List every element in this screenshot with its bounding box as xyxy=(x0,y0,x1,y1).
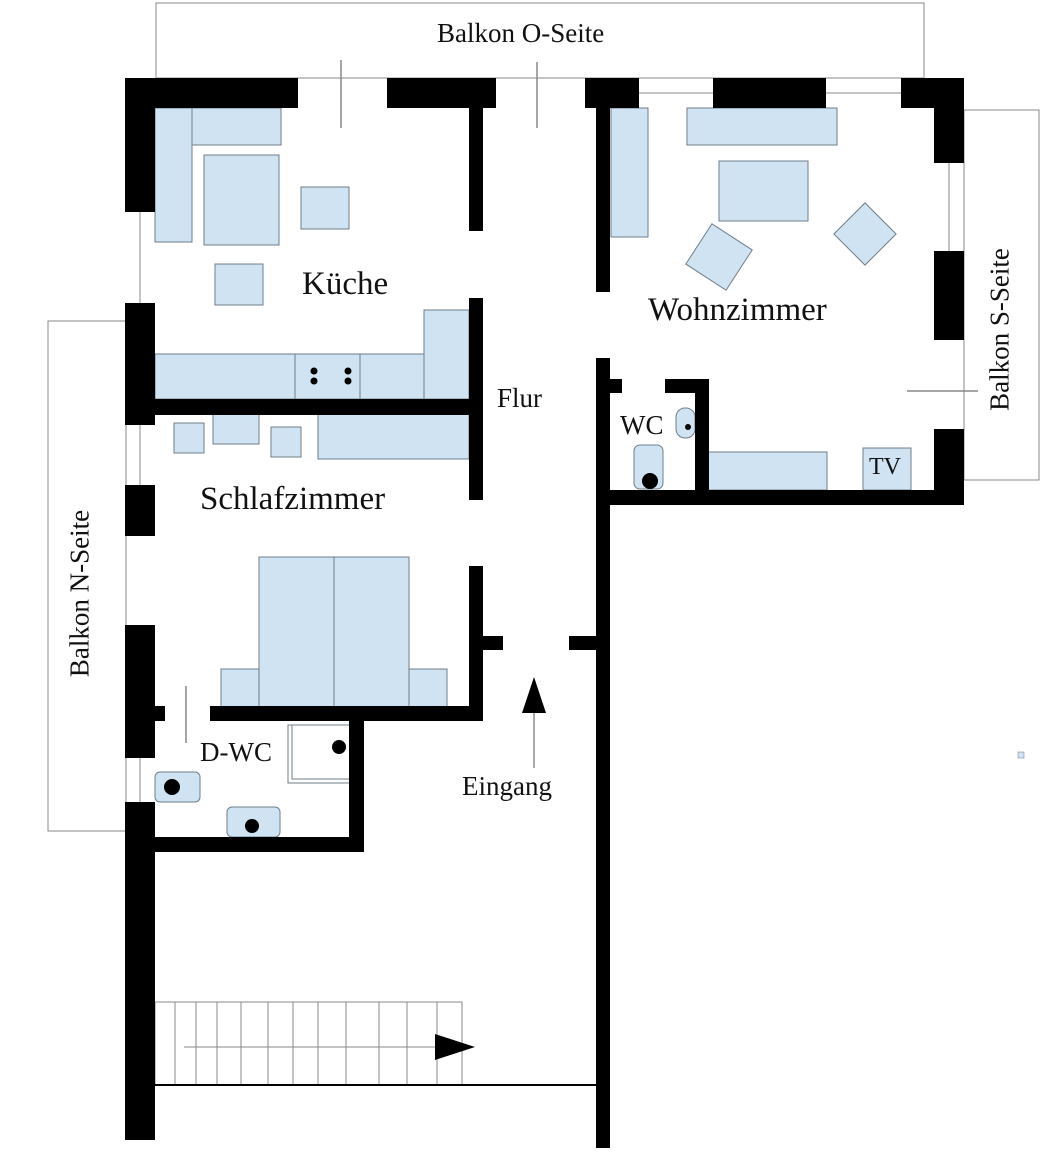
bedroom-wardrobe xyxy=(317,412,470,460)
balcony-north-label: Balkon N-Seite xyxy=(64,509,95,678)
wc-sink xyxy=(675,407,696,439)
bedroom-bed-right xyxy=(333,556,410,709)
kitchen-fridge xyxy=(423,309,470,400)
room-label-entrance: Eingang xyxy=(462,771,552,801)
room-label-living: Wohnzimmer xyxy=(648,292,827,328)
walls xyxy=(125,78,964,1148)
room-label-shower-wc: D-WC xyxy=(200,737,272,767)
balcony-east-label: Balkon O-Seite xyxy=(437,18,605,48)
room-label-wc: WC xyxy=(620,410,664,440)
bedroom-nightstand-a xyxy=(173,422,205,454)
stairs-direction-arrow-icon xyxy=(435,1034,475,1060)
kitchen-table xyxy=(203,154,280,246)
kitchen-stove xyxy=(294,353,361,400)
living-armchair-left xyxy=(685,223,753,291)
bedroom-nightstand-b xyxy=(270,426,302,458)
kitchen-stool xyxy=(214,263,264,306)
living-sofa-top xyxy=(686,107,838,146)
kitchen-chair xyxy=(300,186,350,230)
room-label-hallway: Flur xyxy=(497,383,543,413)
kitchen-bench-top xyxy=(191,107,282,146)
bedroom-bed-left xyxy=(258,556,335,709)
kitchen-counter xyxy=(154,353,425,400)
entrance-arrow-icon xyxy=(522,677,546,713)
balcony-east xyxy=(155,2,925,79)
living-table xyxy=(718,160,809,222)
living-armchair-right xyxy=(833,202,897,266)
living-tv-stand xyxy=(862,447,912,491)
door-markers xyxy=(185,60,978,743)
tv-label: TV xyxy=(869,454,901,480)
room-label-bedroom: Schlafzimmer xyxy=(200,481,386,517)
windows xyxy=(139,92,950,802)
furniture-group xyxy=(154,107,912,838)
living-shelf xyxy=(610,107,649,238)
staircase xyxy=(154,1001,463,1086)
shower xyxy=(287,724,351,784)
room-label-kitchen: Küche xyxy=(302,266,389,302)
fixture-dots xyxy=(164,367,691,833)
balcony-north xyxy=(47,320,127,832)
living-sofa-bottom xyxy=(706,451,828,491)
bedroom-side-right xyxy=(408,668,448,709)
balcony-south-label: Balkon S-Seite xyxy=(984,248,1015,411)
kitchen-bench-left xyxy=(154,107,193,243)
bedroom-side-left xyxy=(220,668,260,709)
bedroom-dresser xyxy=(212,412,260,445)
